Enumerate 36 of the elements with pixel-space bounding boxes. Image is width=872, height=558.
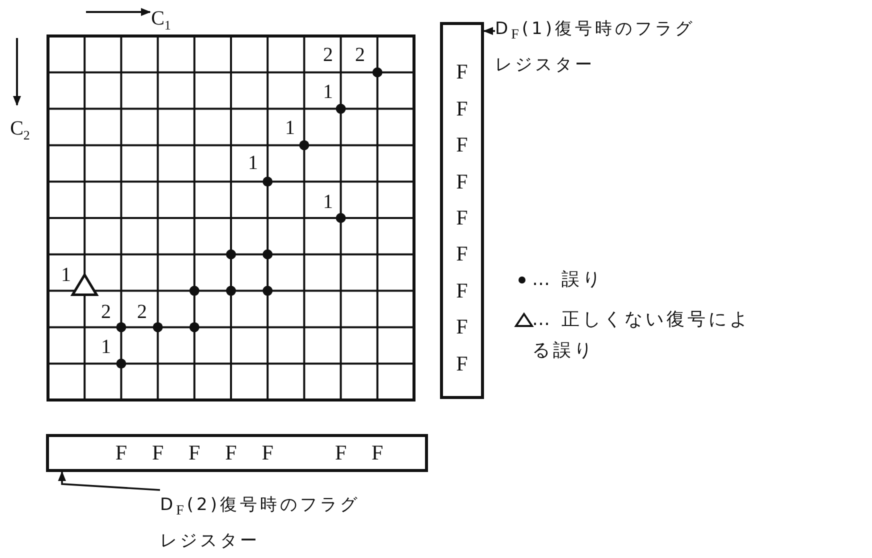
flag-letter: F — [456, 98, 468, 120]
flag-letter: F — [456, 62, 468, 83]
legend-text: … 誤り — [532, 268, 605, 292]
count-number: 2 — [355, 45, 365, 65]
count-number: 1 — [61, 265, 71, 285]
flag-letter: F — [152, 442, 164, 464]
count-number: 1 — [101, 337, 111, 357]
flag-letter: F — [456, 208, 468, 228]
flag-letter: F — [225, 442, 237, 464]
flag-letter: F — [456, 134, 468, 156]
flag-letter: F — [456, 171, 468, 192]
leader-line — [58, 471, 160, 491]
axis-label: C$_{2}$ — [10, 118, 30, 142]
count-number: 1 — [248, 153, 258, 173]
register-caption: D$_{F}$(2)復号時のフラグレジスター — [160, 490, 375, 550]
flag-register — [46, 434, 428, 472]
count-number: 1 — [323, 192, 333, 212]
flag-letter: F — [456, 244, 468, 265]
flag-letter: F — [456, 316, 468, 338]
count-number: 1 — [285, 118, 295, 138]
flag-letter: F — [456, 353, 468, 374]
count-number: 1 — [323, 82, 333, 102]
count-number: 2 — [323, 45, 333, 65]
axis-label: C$_{1}$ — [151, 8, 171, 32]
flag-register — [440, 22, 484, 399]
legend-text: … 正しくない復号による誤り — [532, 308, 752, 363]
flag-letter: F — [262, 442, 274, 464]
flag-letter: F — [188, 442, 200, 464]
leader-line — [483, 27, 495, 35]
flag-letter: F — [115, 442, 128, 464]
count-number: 2 — [137, 302, 147, 322]
register-caption: D$_{F}$(1)復号時のフラグレジスター — [495, 14, 710, 74]
flag-letter: F — [334, 442, 347, 464]
flag-letter: F — [456, 280, 468, 302]
count-number: 2 — [101, 302, 111, 322]
flag-letter: F — [372, 442, 384, 464]
